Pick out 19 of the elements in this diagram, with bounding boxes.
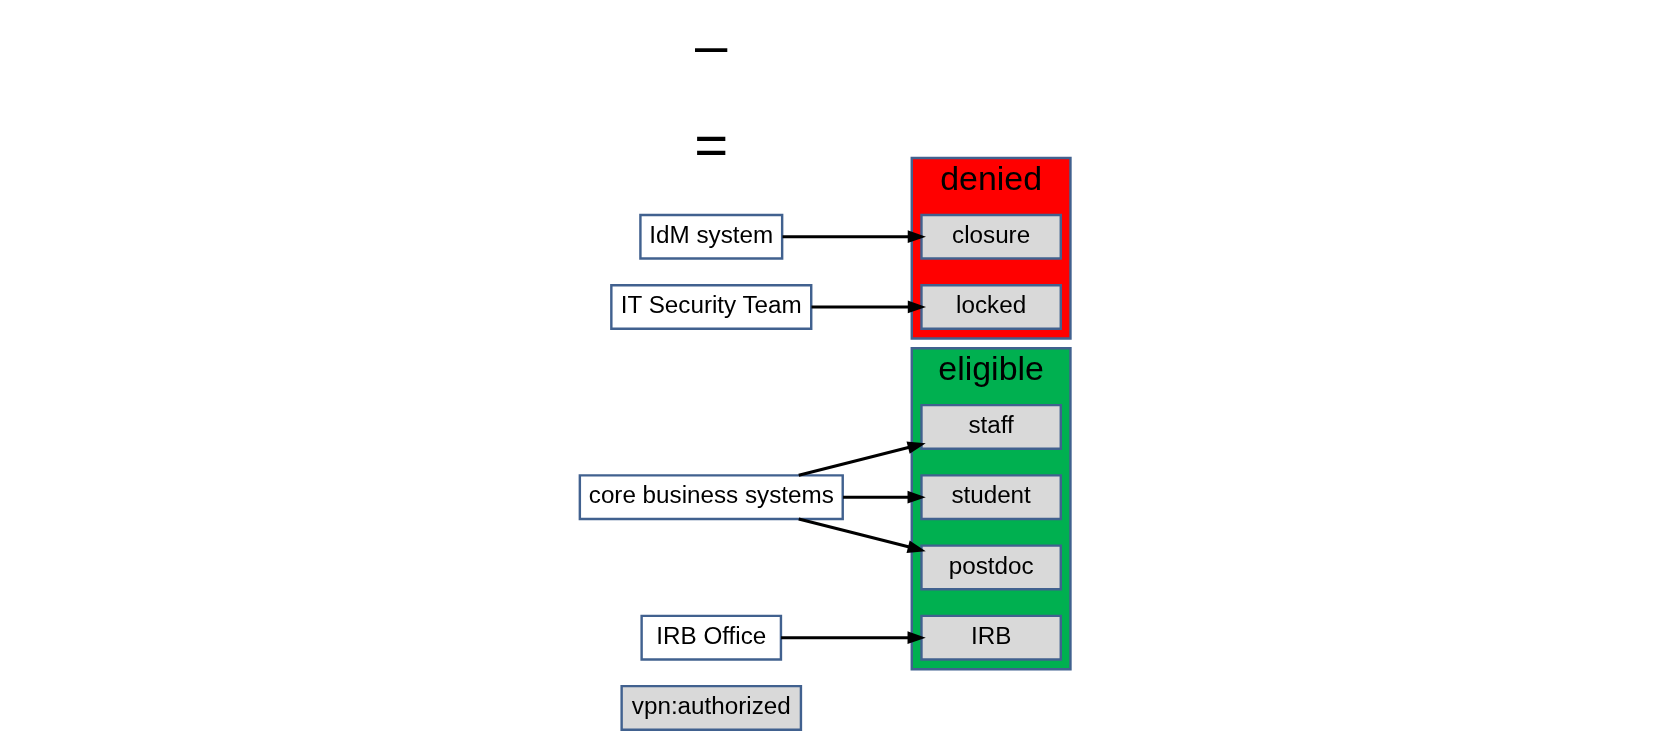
arrow — [843, 490, 926, 504]
arrow — [782, 230, 926, 244]
label: = — [694, 112, 729, 178]
node-box: IRB — [920, 614, 1062, 661]
node-box: closure — [920, 213, 1062, 260]
arrow — [811, 300, 926, 314]
node-box: student — [920, 474, 1062, 521]
node-box: staff — [920, 403, 1062, 450]
node-box: locked — [920, 284, 1062, 330]
node-box: IRB Office — [640, 614, 783, 661]
node-box: core business systems — [578, 474, 844, 521]
node-box: vpn:authorized — [620, 684, 803, 731]
node-box: IdM system — [639, 213, 784, 260]
arrow — [798, 441, 926, 477]
arrow — [798, 517, 926, 553]
arrow — [781, 631, 926, 645]
node-box: postdoc — [920, 544, 1062, 591]
node-box: IT Security Team — [610, 284, 813, 330]
label: – — [695, 11, 728, 77]
